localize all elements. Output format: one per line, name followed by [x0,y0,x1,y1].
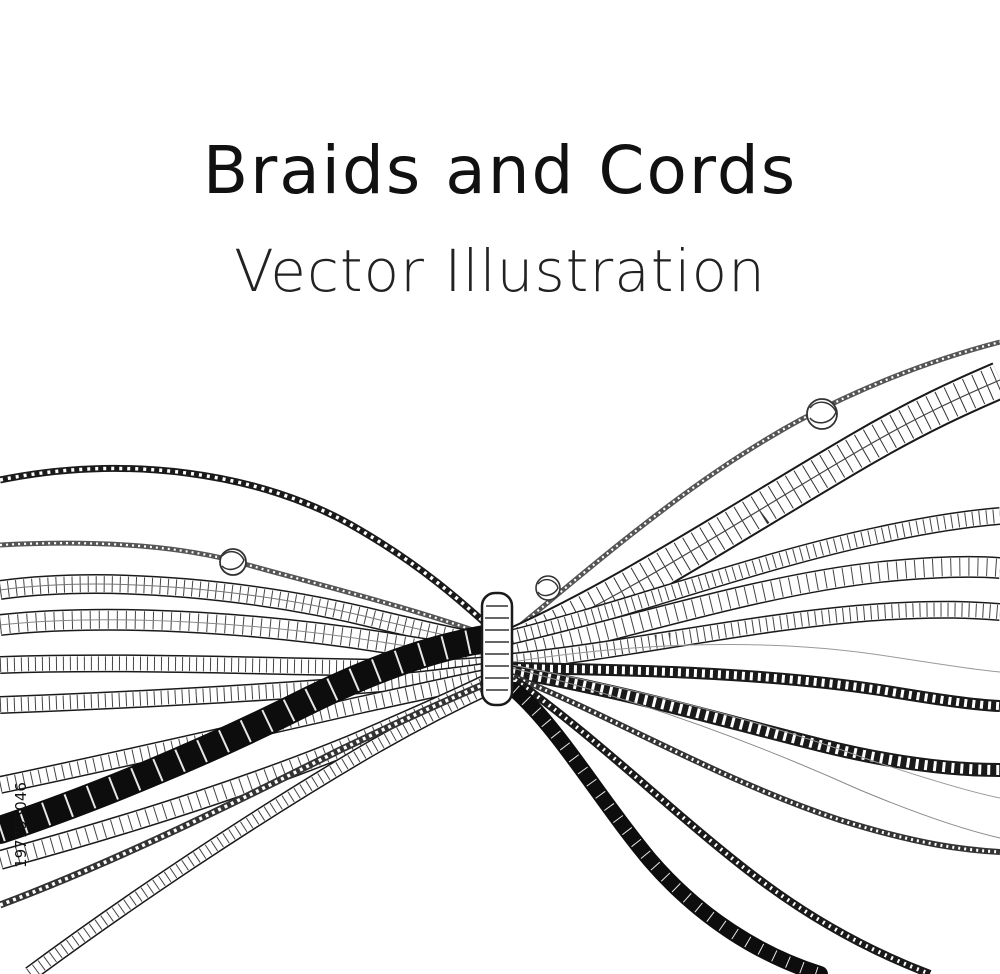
black-cord-right [507,682,828,974]
rope-right-mid [509,662,1000,712]
rope-right-bottom [512,676,932,974]
binding-wrap [480,591,514,707]
braid-left-5 [0,667,497,794]
rope-right-lower [510,665,1000,777]
black-cord-left [0,624,504,844]
braid-right-2 [507,555,1000,666]
cord-right-top-knotted [503,339,1000,640]
thread-right [511,644,1000,839]
cord-left-lower [0,676,497,909]
cord-left-knotted [0,540,496,641]
subtitle: Vector Illustration [234,237,766,305]
braid-right-1 [502,507,1000,649]
stock-image-id: 197795046 [8,740,34,910]
stock-image-id-text: 197795046 [12,782,30,868]
cord-right-thin-lower [510,673,1000,855]
title: Braids and Cords [202,132,798,209]
rope-left-top [0,464,498,635]
braid-left-7 [25,676,499,974]
